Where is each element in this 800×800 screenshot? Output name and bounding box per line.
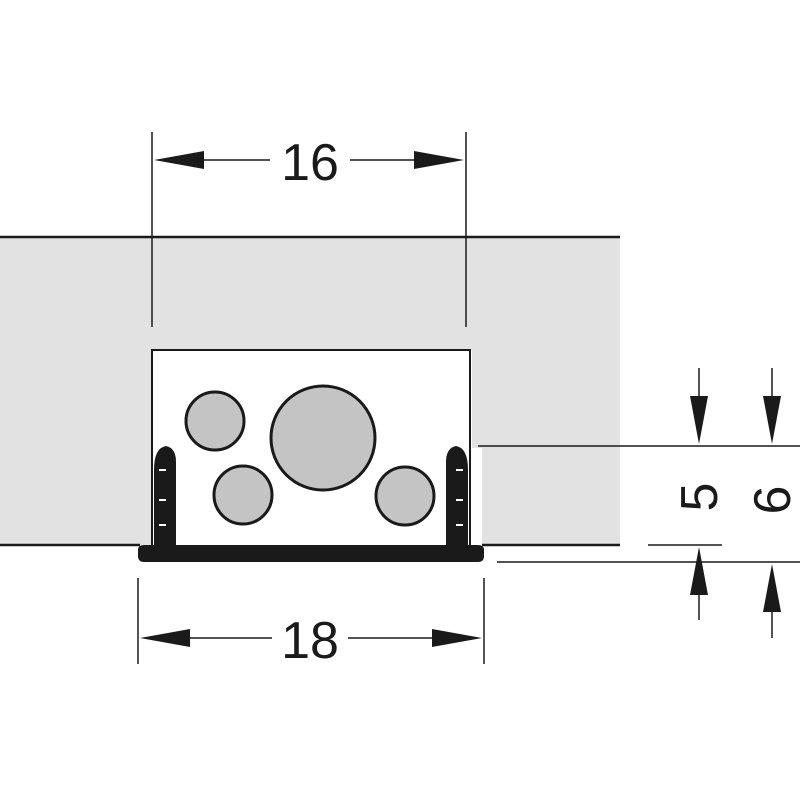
arrow-right-icon bbox=[414, 151, 464, 169]
dimension-label-6: 6 bbox=[744, 486, 800, 515]
dimension-bottom-width: 18 bbox=[137, 578, 485, 670]
dimension-label-16: 16 bbox=[281, 134, 339, 192]
arrow-up-icon bbox=[763, 564, 781, 612]
dimension-top-width: 16 bbox=[151, 132, 467, 327]
cable-large-center bbox=[269, 384, 377, 492]
dimension-label-5: 5 bbox=[671, 483, 729, 512]
board-panel bbox=[0, 235, 620, 547]
dimension-depths: 5 6 bbox=[478, 368, 800, 638]
arrow-left-icon bbox=[140, 629, 190, 647]
cable-small-right bbox=[374, 465, 436, 527]
dimension-label-18: 18 bbox=[281, 612, 339, 670]
arrow-down-icon bbox=[763, 396, 781, 444]
arrow-right-icon bbox=[432, 629, 482, 647]
arrow-up-icon bbox=[690, 547, 708, 595]
cable-bundle bbox=[184, 384, 436, 527]
cable-small-bottom-left bbox=[212, 464, 274, 526]
arrow-down-icon bbox=[690, 396, 708, 444]
arrow-left-icon bbox=[154, 151, 204, 169]
profile-channel bbox=[138, 446, 484, 562]
groove-outline bbox=[151, 349, 471, 545]
cable-small-top-left bbox=[184, 390, 246, 452]
